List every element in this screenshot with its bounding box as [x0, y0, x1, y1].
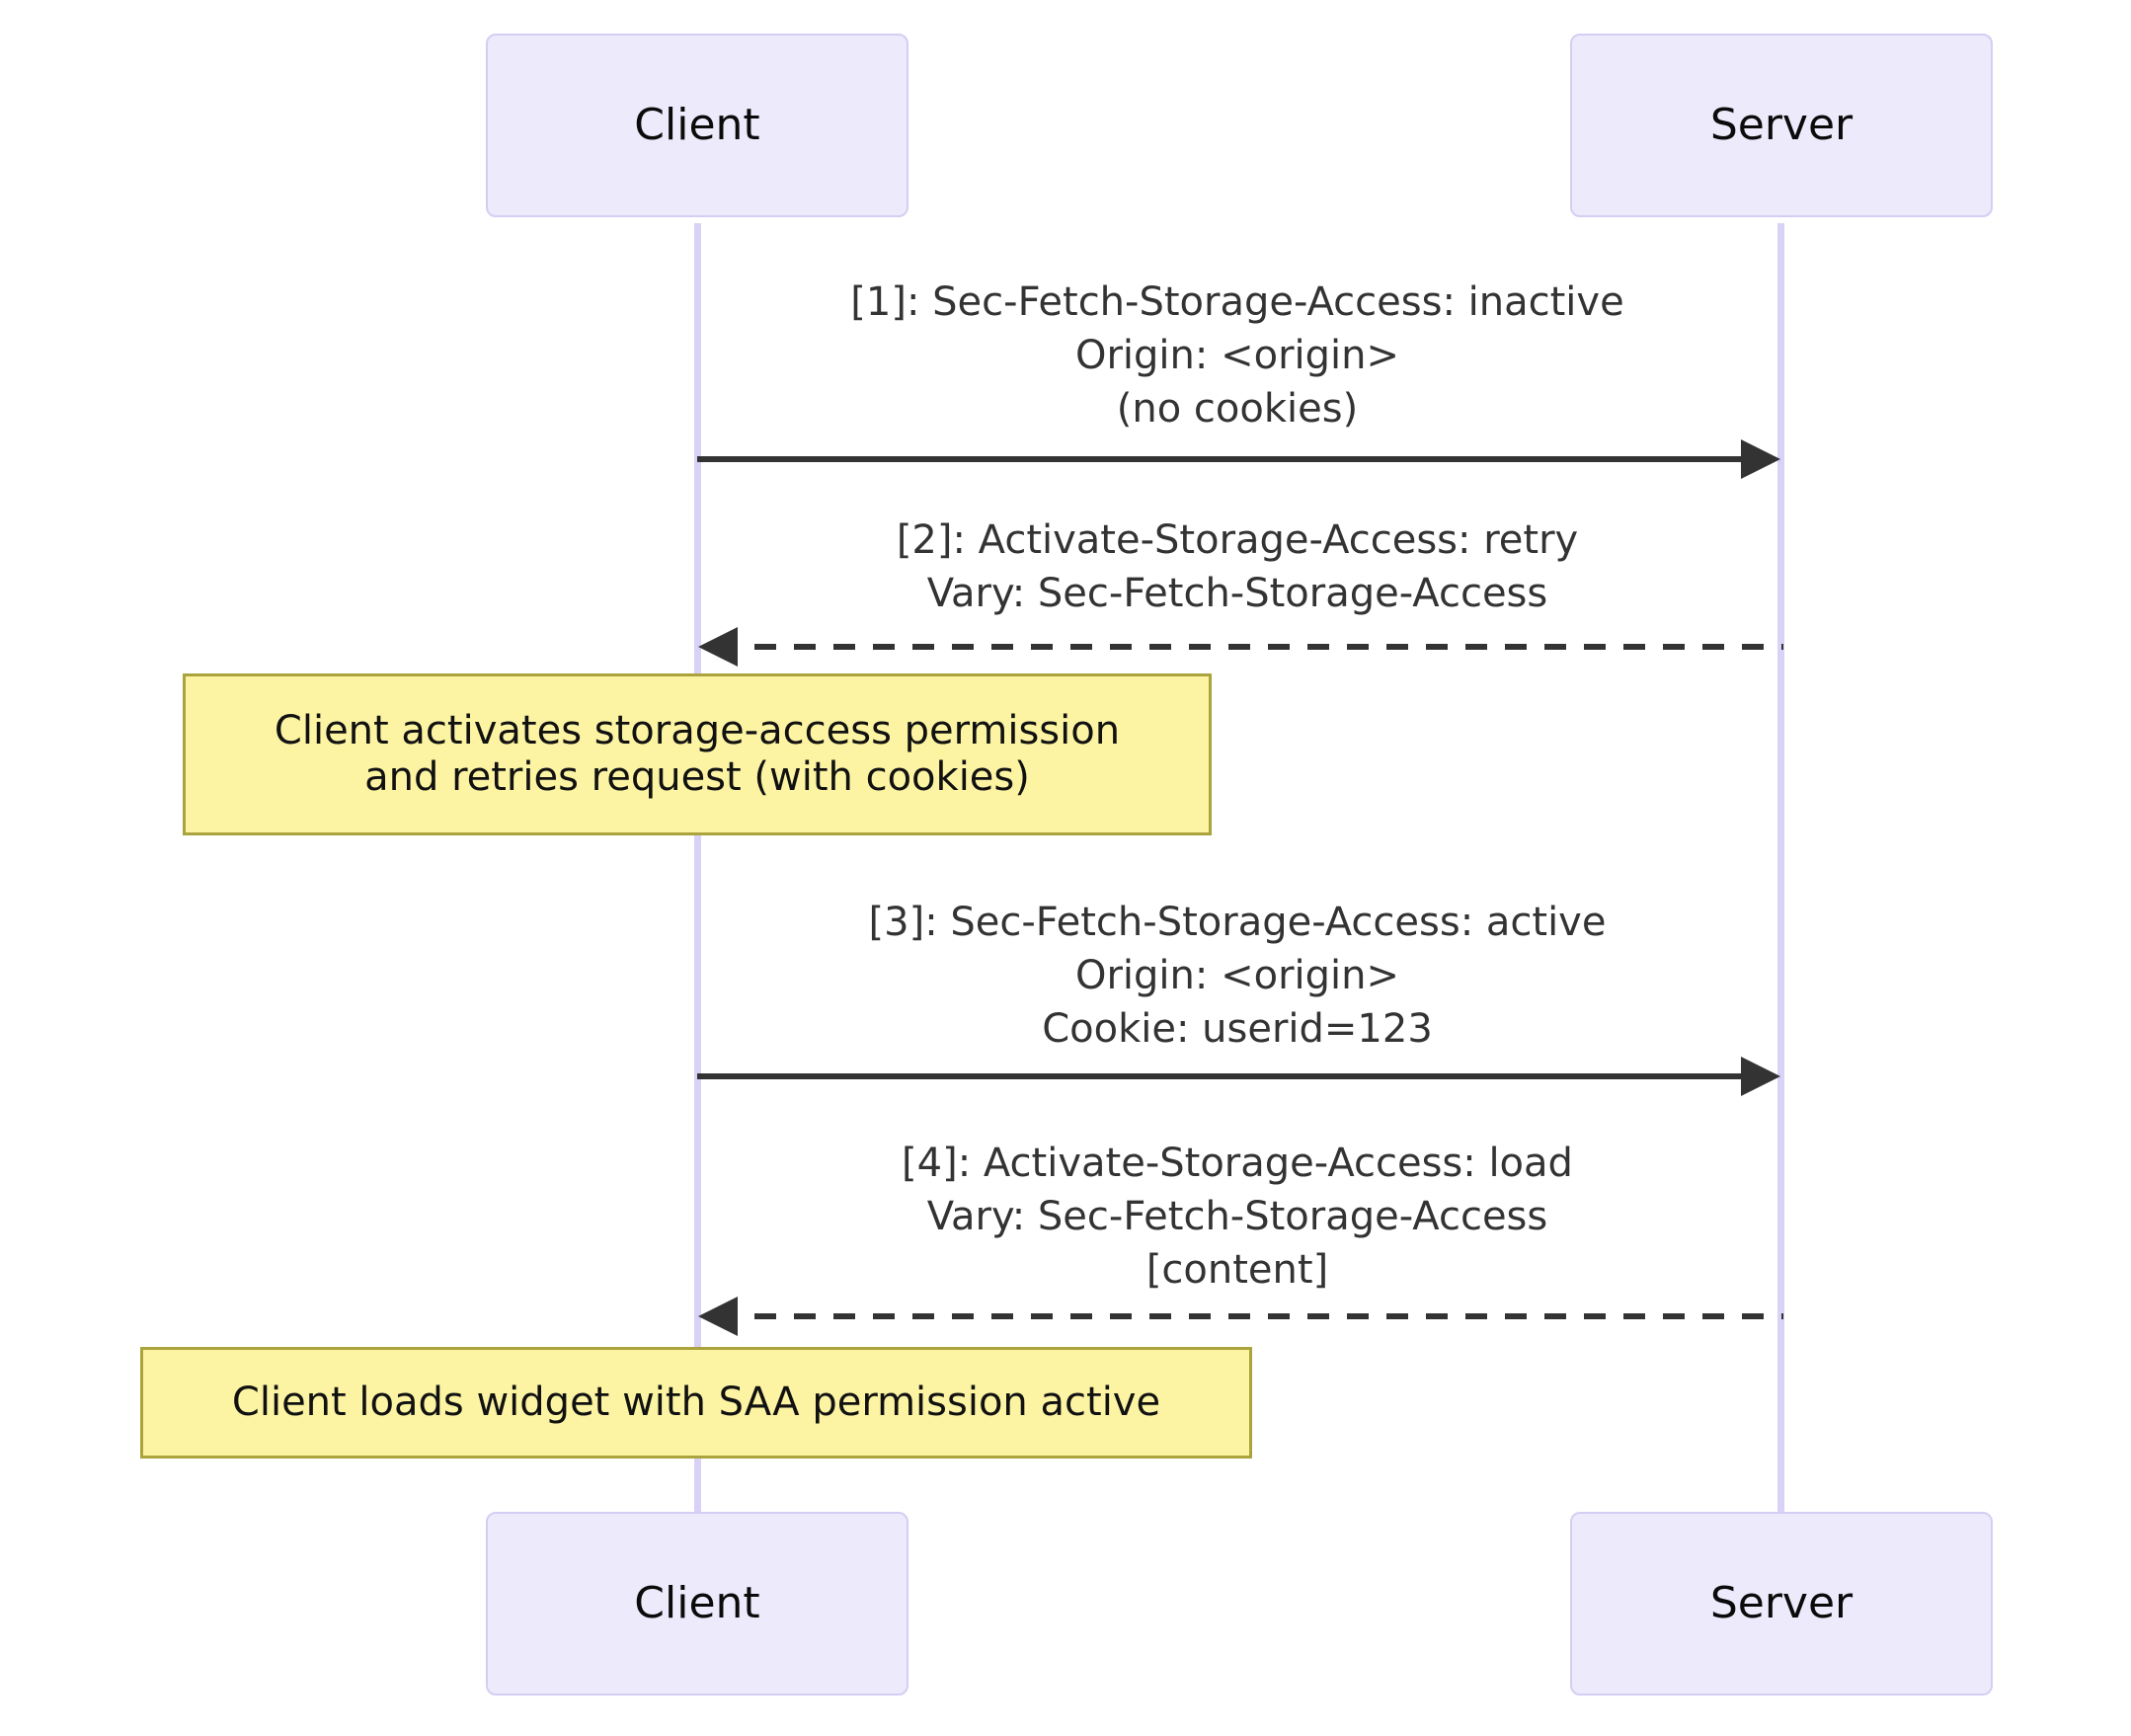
message-1-line-2: Origin: <origin> [1074, 333, 1399, 378]
message-4-line-1: [4]: Activate-Storage-Access: load [902, 1141, 1573, 1186]
message-1-line-1: [1]: Sec-Fetch-Storage-Access: inactive [850, 279, 1624, 325]
message-3-line-3: Cookie: userid=123 [1042, 1006, 1433, 1052]
lifeline-client [694, 223, 701, 1515]
message-4-label: [4]: Activate-Storage-Access: load Vary:… [697, 1144, 1777, 1290]
note-2-text: Client loads widget with SAA permission … [231, 1379, 1161, 1425]
actor-client-top[interactable]: Client [486, 34, 908, 217]
actor-server-top[interactable]: Server [1570, 34, 1993, 217]
note-2: Client loads widget with SAA permission … [140, 1347, 1252, 1459]
message-3-line-2: Origin: <origin> [1074, 953, 1399, 998]
message-3-line-1: [3]: Sec-Fetch-Storage-Access: active [868, 900, 1607, 945]
lifeline-server [1777, 223, 1784, 1515]
note-1-text: Client activates storage-access permissi… [274, 707, 1121, 800]
actor-server-bottom[interactable]: Server [1570, 1512, 1993, 1696]
message-4-arrow [687, 1295, 1787, 1338]
actor-client-top-label: Client [634, 100, 760, 150]
message-2-line-2: Vary: Sec-Fetch-Storage-Access [926, 571, 1548, 616]
actor-client-bottom-label: Client [634, 1578, 760, 1628]
actor-server-bottom-label: Server [1709, 1578, 1854, 1628]
actor-server-top-label: Server [1709, 100, 1854, 150]
actor-client-bottom[interactable]: Client [486, 1512, 908, 1696]
message-1-arrow [691, 437, 1787, 481]
message-3-arrow [691, 1055, 1787, 1098]
message-1-line-3: (no cookies) [1116, 386, 1359, 432]
note-1: Client activates storage-access permissi… [183, 673, 1212, 835]
message-2-line-1: [2]: Activate-Storage-Access: retry [896, 517, 1579, 563]
message-2-arrow [687, 625, 1787, 669]
message-3-label: [3]: Sec-Fetch-Storage-Access: active Or… [697, 903, 1777, 1049]
message-1-label: [1]: Sec-Fetch-Storage-Access: inactive … [697, 282, 1777, 429]
message-4-line-2: Vary: Sec-Fetch-Storage-Access [926, 1194, 1548, 1239]
message-4-line-3: [content] [1145, 1247, 1329, 1293]
message-2-label: [2]: Activate-Storage-Access: retry Vary… [697, 520, 1777, 613]
